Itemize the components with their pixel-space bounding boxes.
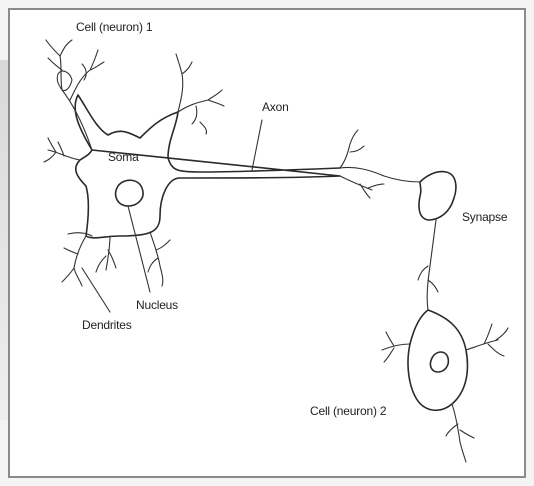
cell1-label: Cell (neuron) 1 — [76, 20, 152, 34]
soma-label: Soma — [108, 150, 139, 164]
cell2-nucleus — [430, 352, 448, 372]
synapse-to-cell2-fibre — [418, 220, 438, 310]
cell1-soma — [75, 95, 340, 238]
axon-terminals — [340, 130, 420, 198]
cell1-dendrites-lower — [62, 232, 170, 286]
cell2-label: Cell (neuron) 2 — [310, 404, 386, 418]
cell1-dendrites-upper-left — [46, 40, 104, 150]
cell2-dendrites — [382, 324, 508, 462]
cell1-dendrites-left — [44, 138, 80, 162]
dendrites-label: Dendrites — [82, 318, 132, 332]
cell2-soma — [408, 310, 467, 410]
synapse-label: Synapse — [462, 210, 507, 224]
cell1-nucleus — [116, 180, 143, 206]
axon-label: Axon — [262, 100, 289, 114]
axon-leader-line — [252, 120, 262, 170]
cell1-dendrites-upper-right — [176, 54, 224, 134]
dendrites-leader-line — [82, 268, 110, 312]
nucleus-leader-line — [128, 206, 150, 292]
nucleus-label: Nucleus — [136, 298, 178, 312]
synapse-bulb — [419, 172, 456, 220]
